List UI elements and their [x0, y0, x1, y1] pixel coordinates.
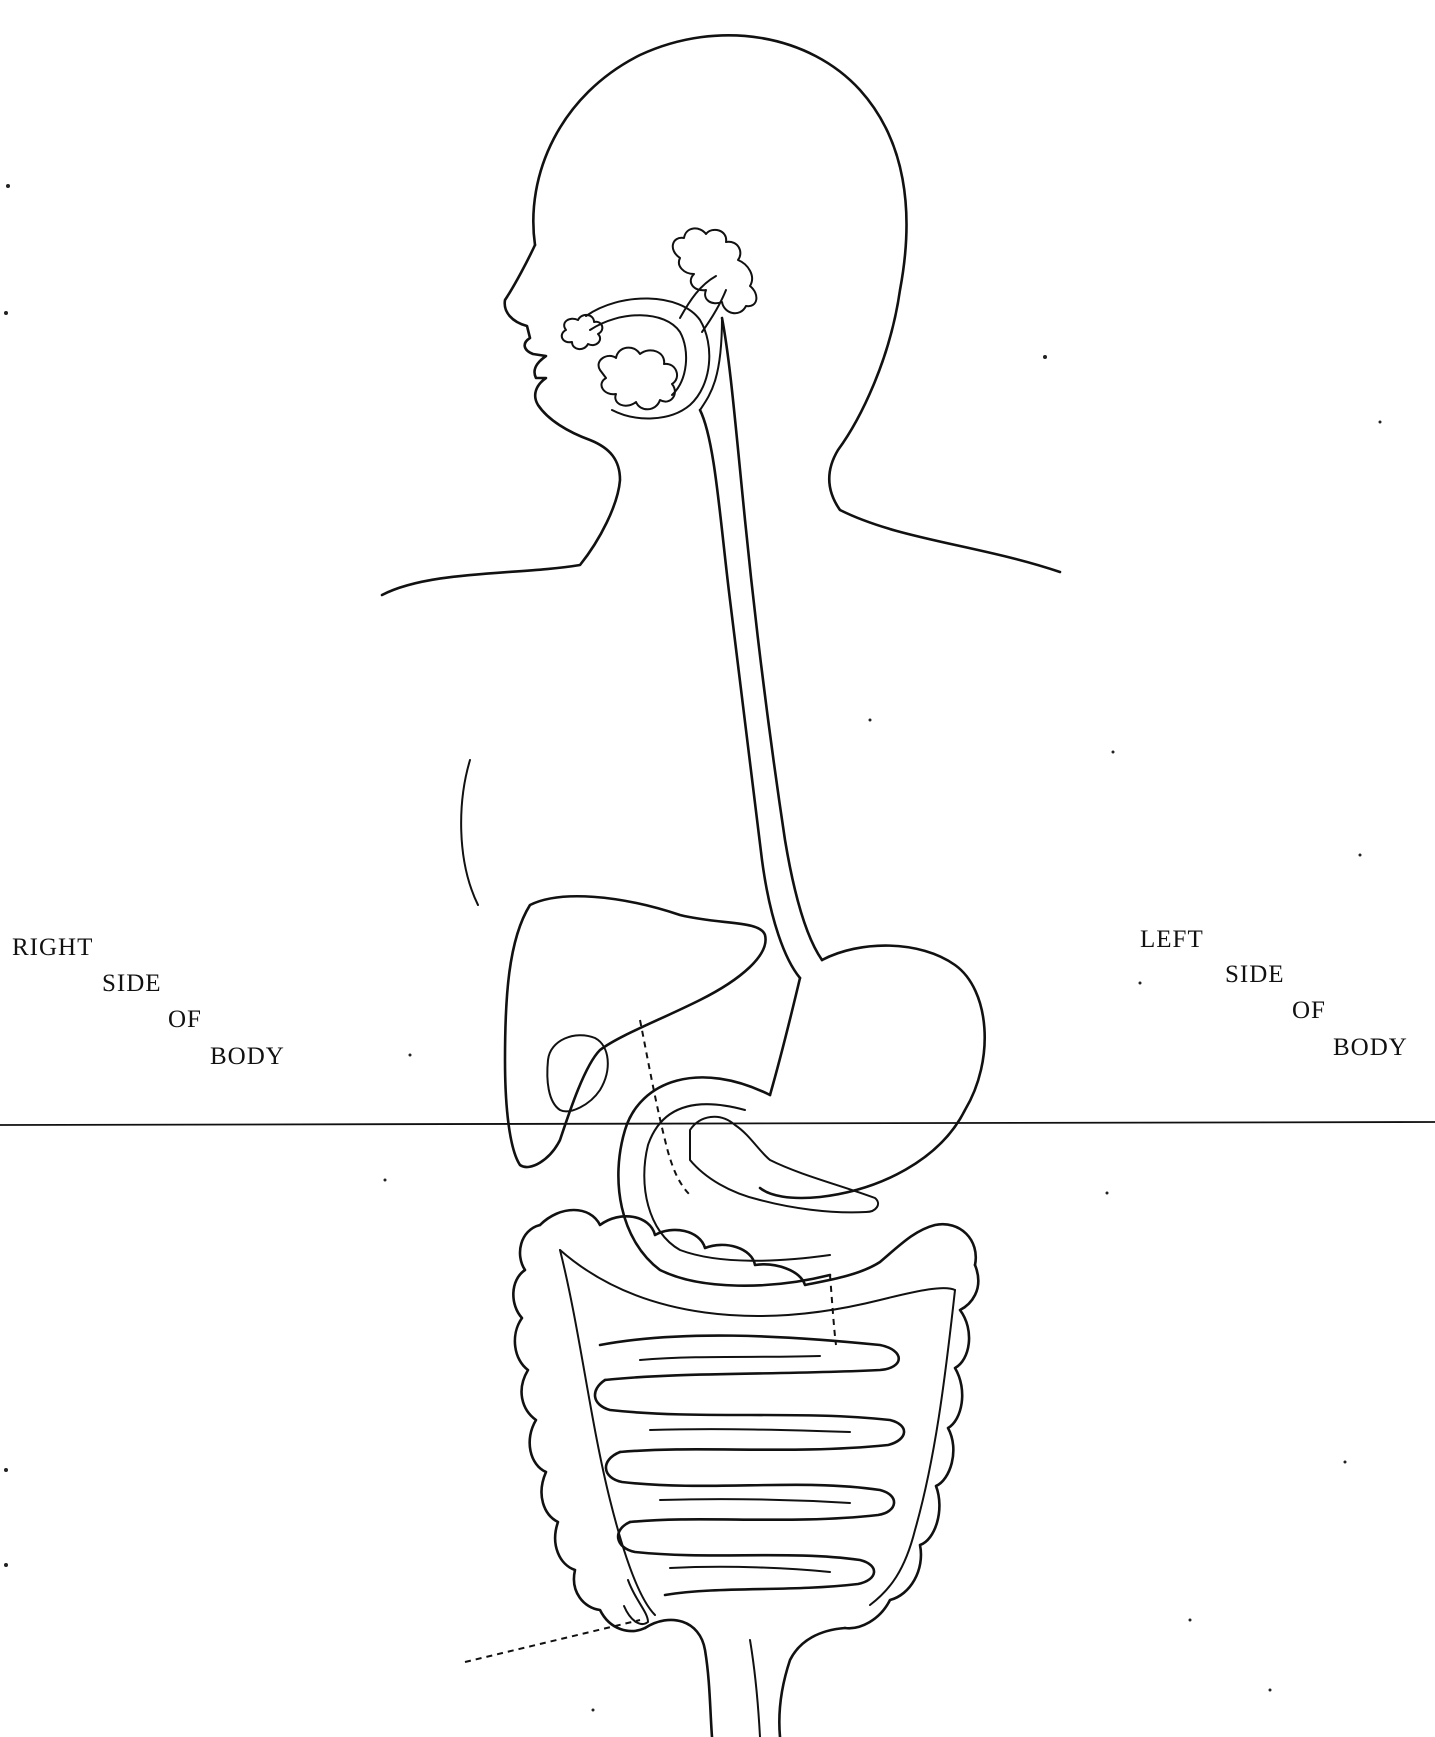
rectum [645, 1620, 845, 1737]
sublingual-gland [562, 315, 603, 349]
duodenum [618, 1077, 830, 1285]
small-intestine [595, 1275, 904, 1595]
right-side-label: RIGHT SIDE OF BODY [12, 934, 285, 1070]
esophagus [700, 410, 800, 978]
right-side-label-line-1: RIGHT [12, 934, 93, 961]
submandibular-gland [599, 348, 678, 410]
stomach [760, 946, 985, 1198]
right-side-label-line-3: OF [168, 1006, 202, 1033]
left-side-label-line-2: SIDE [1225, 961, 1285, 988]
transverse-colon [540, 1210, 976, 1285]
ascending-colon [513, 1225, 645, 1631]
left-side-label-line-1: LEFT [1140, 926, 1204, 953]
left-side-label-line-3: OF [1292, 997, 1326, 1024]
waist-reference-line [0, 1122, 1435, 1125]
face-profile [382, 245, 620, 595]
parotid-gland [673, 228, 757, 313]
right-side-label-line-4: BODY [210, 1043, 285, 1070]
left-side-label-line-4: BODY [1333, 1034, 1408, 1061]
arm-contour [461, 760, 478, 905]
liver [505, 896, 766, 1167]
gallbladder [547, 1035, 607, 1111]
right-side-label-line-2: SIDE [102, 970, 162, 997]
salivary-glands [562, 228, 757, 418]
left-side-label: LEFT SIDE OF BODY [1140, 926, 1408, 1061]
